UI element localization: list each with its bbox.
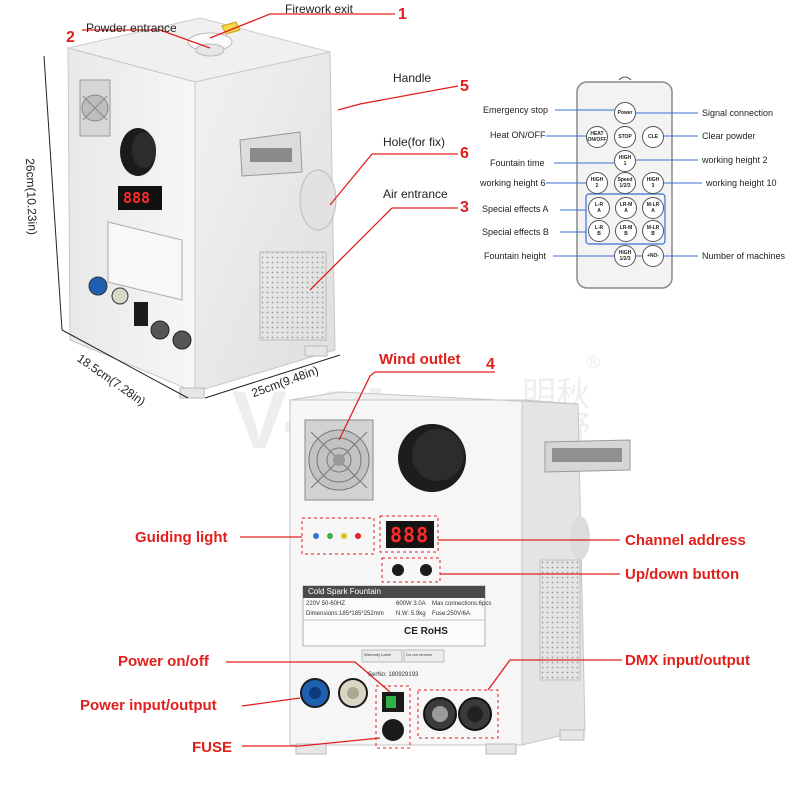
remote-button-speed: Speed 1/2/3: [614, 172, 636, 194]
label-powder-entrance: Powder entrance: [86, 21, 177, 35]
device-rear-view: [289, 391, 631, 755]
watermark-reg: ®: [584, 352, 602, 373]
remote-label-number-machines: Number of machines: [702, 251, 786, 261]
remote-button-power: Power: [614, 102, 636, 124]
rear-callouts: [226, 371, 622, 747]
label-power-io: Power input/output: [80, 697, 217, 714]
channel-display: 888: [390, 523, 430, 547]
remote-label-heat: Heat ON/OFF: [490, 130, 546, 140]
number-6: 6: [460, 145, 469, 162]
label-firework-exit: Firework exit: [285, 2, 354, 16]
label-updown-button: Up/down button: [625, 566, 740, 583]
remote-button-lrm-a: LR-M A: [615, 197, 637, 219]
remote-label-clear-powder: Clear powder: [702, 131, 756, 141]
number-4: 4: [486, 356, 495, 373]
label-dmx: DMX input/output: [625, 652, 750, 669]
sticker-warranty: Warranty Label: [364, 652, 391, 657]
remote-label-fountain-height: Fountain height: [484, 251, 547, 261]
number-1: 1: [398, 6, 407, 23]
label-wind-outlet: Wind outlet: [379, 351, 461, 368]
remote-label-emergency-stop: Emergency stop: [483, 105, 549, 115]
remote-button-high-123: HIGH 1/2/3: [614, 245, 636, 267]
remote-button-high-1: HIGH 1: [614, 150, 636, 172]
remote-label-working-height-10: working height 10: [706, 178, 777, 188]
remote-button-no: +NO-: [642, 245, 664, 267]
spec-nw: N.W: 5.9kg: [396, 611, 426, 617]
remote-button-lr-a: L-R A: [588, 197, 610, 219]
remote-button-lrm-b: LR-M B: [615, 220, 637, 242]
dimension-height: 26cm(10.23in): [23, 157, 40, 236]
label-air-entrance: Air entrance: [383, 187, 448, 201]
remote-button-mlr-a: M-LR A: [642, 197, 664, 219]
label-handle: Handle: [393, 71, 432, 85]
label-channel-address: Channel address: [625, 532, 746, 549]
label-power-onoff: Power on/off: [118, 653, 209, 670]
label-fuse: FUSE: [192, 739, 233, 756]
remote-label-working-height-6: working height 6: [480, 178, 546, 188]
remote-button-high-3: HIGH 3: [642, 172, 664, 194]
spec-power: 600W 3.0A: [396, 601, 426, 607]
remote-button-lr-b: L-R B: [588, 220, 610, 242]
nameplate-title: Cold Spark Fountain: [308, 587, 381, 596]
remote-label-special-a: Special effects A: [482, 204, 549, 214]
top-callouts: [82, 13, 459, 291]
remote-label-signal: Signal connection: [702, 108, 774, 118]
remote-button-mlr-b: M-LR B: [642, 220, 664, 242]
remote-button-heat: HEAT ON/OFF: [586, 126, 608, 148]
sticker-remove: Do not remove: [406, 652, 433, 657]
remote-leaders: [546, 109, 702, 257]
spec-fuse: Fuse:250V/6A: [432, 611, 471, 617]
remote-button-high-2: HIGH 2: [586, 172, 608, 194]
number-2: 2: [66, 29, 75, 46]
serial-number: SerNo: 180929193: [368, 672, 419, 678]
device-top-view: [67, 17, 337, 399]
spec-max: Max connections:6pcs: [432, 601, 492, 607]
label-guiding-light: Guiding light: [135, 529, 228, 546]
remote-button-stop: STOP: [614, 126, 636, 148]
remote-label-fountain-time: Fountain time: [490, 158, 545, 168]
remote-label-working-height-2: working height 2: [702, 155, 768, 165]
number-5: 5: [460, 78, 469, 95]
label-hole-fix: Hole(for fix): [383, 135, 446, 149]
spec-voltage: 220V 50-60HZ: [306, 601, 346, 607]
top-view-display: 888: [123, 189, 151, 207]
number-3: 3: [460, 199, 469, 216]
spec-dims: Dimensions:185*185*252mm: [306, 611, 384, 617]
remote-button-cle: CLE: [642, 126, 664, 148]
dimension-lines: [43, 55, 341, 399]
remote-label-special-b: Special effects B: [482, 227, 549, 237]
cert-marks: CE RoHS: [404, 626, 448, 637]
